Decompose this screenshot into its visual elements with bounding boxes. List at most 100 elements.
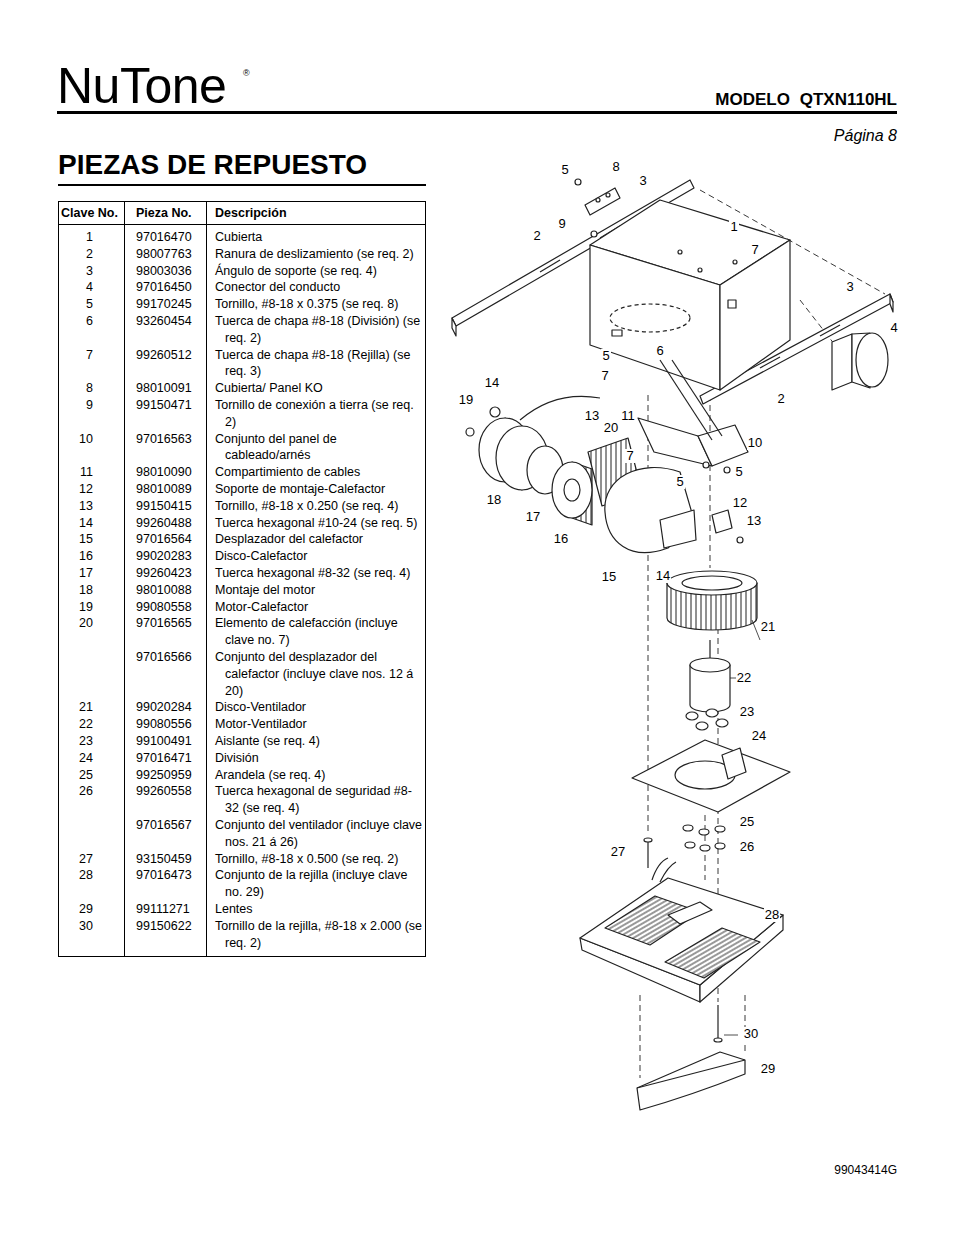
callout-number: 14 [484, 376, 500, 390]
washer-nut [715, 826, 725, 832]
part-description: Tuerca de chapa #8-18 (División) (se req… [215, 313, 423, 347]
duct-connector [832, 334, 852, 390]
wiring-compartment [672, 360, 722, 436]
callout-number: 27 [610, 845, 626, 859]
callout-number: 13 [746, 514, 762, 528]
part-description: Tornillo de la rejilla, #8-18 x 2.000 (s… [215, 918, 423, 952]
part-description: Conjunto del panel de cableado/arnés [215, 431, 423, 465]
key-number: 4 [86, 279, 93, 296]
part-description: Elemento de calefacción (incluye clave n… [215, 615, 423, 649]
heater-disc [552, 462, 592, 518]
key-number: 22 [79, 716, 93, 733]
brand-logo: NuTone [57, 61, 226, 111]
isolator [716, 719, 728, 727]
callout-number: 5 [601, 349, 610, 363]
part-description: División [215, 750, 423, 767]
part-description: Disco-Ventilador [215, 699, 423, 716]
callout-number: 3 [845, 280, 854, 294]
part-number: 97016450 [136, 279, 192, 296]
isolator [686, 709, 728, 730]
callout-number: 6 [655, 344, 664, 358]
part-description: Conjunto del ventilador (incluye clave n… [215, 817, 423, 851]
ko-panel-cover [596, 198, 600, 202]
heater-motor [490, 407, 500, 417]
key-number: 29 [79, 901, 93, 918]
part-description: Arandela (se req. 4) [215, 767, 423, 784]
callout-number: 24 [751, 729, 767, 743]
key-number: 21 [79, 699, 93, 716]
part-description: Tornillo, #8-18 x 0.500 (se req. 2) [215, 851, 423, 868]
housing [590, 200, 790, 390]
partition-plate [632, 740, 790, 812]
housing [610, 304, 690, 332]
lens [637, 1060, 745, 1088]
heater-scroll [605, 467, 743, 552]
washer-nut [683, 825, 725, 851]
part-number: 98010090 [136, 464, 192, 481]
part-number: 99170245 [136, 296, 192, 313]
part-description: Cubierta/ Panel KO [215, 380, 423, 397]
callout-number: 17 [525, 510, 541, 524]
header-rule [57, 111, 897, 114]
part-description: Lentes [215, 901, 423, 918]
callout-number: 19 [458, 393, 474, 407]
heater-scroll [660, 510, 696, 548]
part-number: 99250959 [136, 767, 192, 784]
key-number: 18 [79, 582, 93, 599]
callout-number: 30 [743, 1027, 759, 1041]
partition-plate [722, 748, 746, 779]
callout-number: 7 [600, 369, 609, 383]
ko-panel-cover [606, 193, 610, 197]
callout-number: 21 [760, 620, 776, 634]
key-number: 3 [86, 263, 93, 280]
part-number: 97016471 [136, 750, 192, 767]
table-column-rule [206, 201, 207, 957]
part-description: Montaje del motor [215, 582, 423, 599]
key-number: 7 [86, 347, 93, 364]
partition-plate [632, 740, 790, 812]
assembly-line [710, 395, 711, 568]
assembly-line [745, 995, 746, 1055]
heater-disc [552, 462, 592, 525]
key-number: 11 [80, 464, 93, 481]
isolator [686, 712, 698, 720]
callout-number: 16 [553, 532, 569, 546]
callout-number: 7 [625, 449, 634, 463]
assembly-line [640, 995, 641, 1078]
callout-number: 8 [611, 160, 620, 174]
part-description: Motor-Calefactor [215, 599, 423, 616]
callout-number: 5 [560, 163, 569, 177]
blower-wheel [682, 576, 742, 590]
key-number: 13 [79, 498, 93, 515]
part-description: Tornillo, #8-18 x 0.250 (se req. 4) [215, 498, 423, 515]
callout-number: 18 [486, 493, 502, 507]
housing [678, 250, 682, 254]
wiring-compartment [703, 462, 709, 468]
heater-scroll [737, 537, 743, 543]
key-number: 12 [79, 481, 93, 498]
housing [590, 245, 720, 390]
callout-number: 12 [732, 496, 748, 510]
callout-number: 14 [655, 569, 671, 583]
part-number: 99260512 [136, 347, 192, 364]
part-description: Tuerca de chapa #8-18 (Rejilla) (se req.… [215, 347, 423, 381]
part-number: 98010091 [136, 380, 192, 397]
part-number: 98007763 [136, 246, 192, 263]
part-description: Compartimiento de cables [215, 464, 423, 481]
key-number: 25 [79, 767, 93, 784]
table-column-rule [124, 201, 125, 957]
part-number: 99260558 [136, 783, 192, 800]
wiring-compartment [698, 425, 748, 466]
callout-number: 2 [532, 229, 541, 243]
housing [728, 300, 736, 308]
duct-connector [832, 333, 888, 390]
part-number: 97016567 [136, 817, 192, 834]
part-description: Tuerca hexagonal #8-32 (se req. 4) [215, 565, 423, 582]
callout-number: 15 [601, 570, 617, 584]
grille [665, 928, 760, 978]
callout-number: 13 [584, 409, 600, 423]
mounting-rail [820, 325, 840, 336]
key-number: 6 [86, 313, 93, 330]
part-description: Soporte de montaje-Calefactor [215, 481, 423, 498]
wiring-compartment [660, 360, 712, 440]
